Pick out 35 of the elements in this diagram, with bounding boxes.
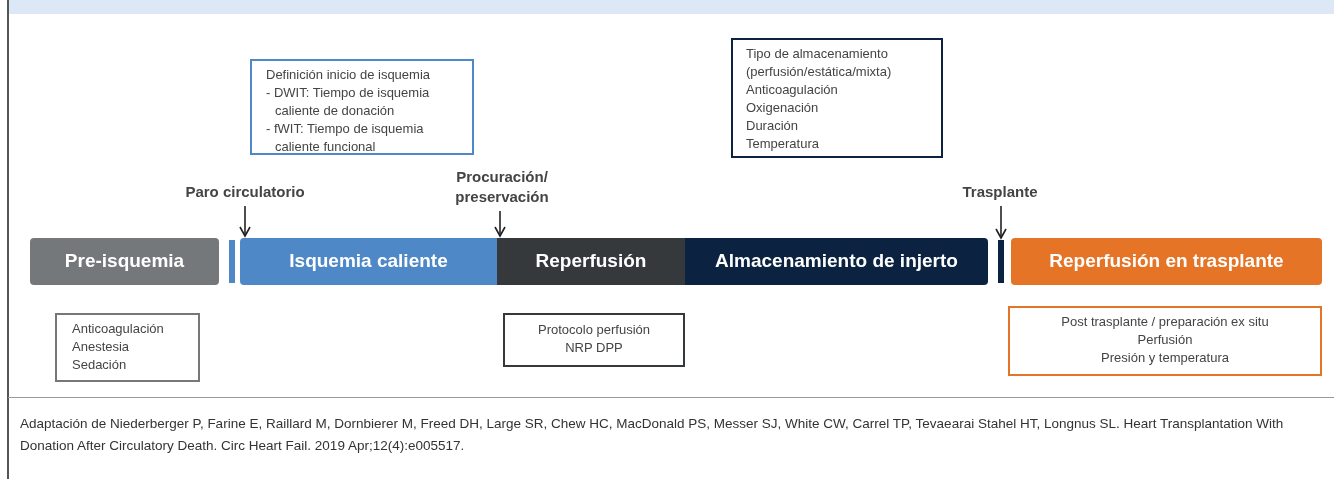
note-text: Oxigenación	[746, 99, 820, 117]
note-text: - fWIT: Tiempo de isquemia caliente funcional	[266, 120, 425, 156]
arrow	[995, 205, 1007, 239]
phase-bar: Reperfusión	[497, 238, 685, 285]
phase-bar: Pre-isquemia	[30, 238, 219, 285]
note-text: Duración	[746, 117, 800, 135]
note-text: - DWIT: Tiempo de isquemia caliente de donación	[266, 84, 431, 120]
note-text: Anestesia	[72, 338, 131, 356]
event-label: Trasplante	[962, 182, 1038, 202]
separator-bar	[998, 240, 1004, 283]
note-box	[55, 313, 200, 382]
note-text: Post trasplante / preparación ex situ	[1061, 313, 1269, 331]
arrow	[239, 205, 251, 237]
note-box	[1008, 306, 1322, 376]
phase-bar: Isquemia caliente	[240, 238, 497, 285]
caption: Adaptación de Niederberger P, Farine E, Raillard M, Dornbierer M, Freed DH, Large SR, Chew HC, MacDonald PS, Messer SJ, White CW, Carrel TP, Tevaearai Stahel HT, Longnus SL. Heart Transplantation With Donation After Circulatory Death. Circ Heart Fail. 2019 Apr;12(4):e005517.	[20, 415, 1285, 455]
separator-bar	[229, 240, 235, 283]
note-text: Tipo de almacenamiento (perfusión/estática/mixta)	[746, 45, 893, 81]
note-text: Sedación	[72, 356, 128, 374]
note-text: Anticoagulación	[746, 81, 839, 99]
phase-bar: Reperfusión en trasplante	[1011, 238, 1322, 285]
phase-bar: Almacenamiento de injerto	[685, 238, 988, 285]
note-box	[250, 59, 474, 155]
note-text: Definición inicio de isquemia	[266, 66, 432, 84]
event-label: Procuración/ preservación	[454, 167, 550, 207]
note-box	[503, 313, 685, 367]
note-text: Temperatura	[746, 135, 820, 153]
note-text: Presión y temperatura	[1101, 349, 1229, 367]
arrow	[494, 210, 506, 237]
note-box	[731, 38, 943, 158]
note-text: Anticoagulación	[72, 320, 165, 338]
note-text: Protocolo perfusión	[538, 321, 650, 339]
event-label: Paro circulatorio	[185, 182, 305, 202]
note-text: Perfusión	[1137, 331, 1193, 349]
note-text: NRP DPP	[565, 339, 623, 357]
